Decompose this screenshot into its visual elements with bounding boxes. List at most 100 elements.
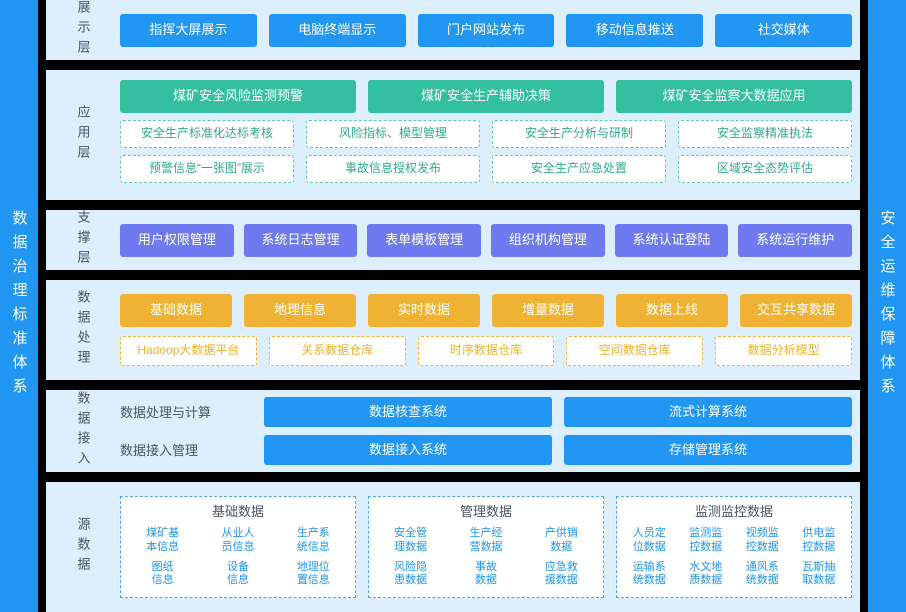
- application-item[interactable]: 预警信息“一张图”展示: [120, 155, 294, 183]
- display-item[interactable]: 电脑终端显示: [268, 13, 406, 47]
- layer-source-data-body: 基础数据 煤矿基 本信息 从业人 员信息 生产系 统信息 图纸 信息 设备 信息…: [120, 496, 860, 598]
- processing-secondary-item[interactable]: 时序数据仓库: [417, 336, 555, 366]
- layer-application-label: 应用层: [75, 105, 91, 165]
- source-group-basic: 基础数据 煤矿基 本信息 从业人 员信息 生产系 统信息 图纸 信息 设备 信息…: [120, 496, 356, 598]
- source-item[interactable]: 产供销 数据: [544, 527, 578, 553]
- source-item[interactable]: 监测监 控数据: [689, 527, 723, 553]
- application-primary-item[interactable]: 煤矿安全生产辅助决策: [368, 80, 604, 113]
- source-item[interactable]: 瓦斯抽 取数据: [802, 560, 836, 587]
- support-item[interactable]: 组织机构管理: [491, 223, 605, 257]
- source-group-title: 监测监控数据: [694, 504, 773, 519]
- layer-application: 应用层 煤矿安全风险监测预警 煤矿安全生产辅助决策 煤矿安全监察大数据应用 安全…: [46, 70, 860, 200]
- layer-display-label: 展示层: [75, 0, 91, 60]
- layer-source-data: 源数据 基础数据 煤矿基 本信息 从业人 员信息 生产系 统信息 图纸 信息 设…: [46, 482, 860, 612]
- source-item[interactable]: 生产经 营数据: [469, 527, 503, 553]
- source-group-monitoring: 监测监控数据 人员定 位数据 监测监 控数据 视频监 控数据 供电监 控数据 运…: [616, 496, 852, 598]
- processing-secondary-items: Hadoop大数据平台 关系数据仓库 时序数据仓库 空间数据仓库 数据分析模型: [120, 336, 852, 366]
- processing-primary-item[interactable]: 交互共享数据: [740, 294, 852, 327]
- layer-data-processing-body: 基础数据 地理信息 实时数据 增量数据 数据上线 交互共享数据 Hadoop大数…: [120, 294, 860, 366]
- layer-source-data-label: 源数据: [75, 517, 91, 577]
- support-item[interactable]: 系统运行维护: [738, 223, 853, 257]
- access-row-caption: 数据接入管理: [120, 442, 199, 458]
- processing-secondary-item[interactable]: 空间数据仓库: [566, 336, 704, 366]
- support-item[interactable]: 表单模板管理: [367, 223, 482, 257]
- processing-primary-item[interactable]: 实时数据: [368, 294, 480, 327]
- access-item[interactable]: 存储管理系统: [564, 435, 852, 465]
- application-item[interactable]: 安全监察精准执法: [678, 120, 852, 148]
- application-primary-items: 煤矿安全风险监测预警 煤矿安全生产辅助决策 煤矿安全监察大数据应用: [120, 80, 852, 113]
- source-item[interactable]: 人员定 位数据: [632, 527, 666, 553]
- support-item[interactable]: 系统日志管理: [243, 223, 358, 257]
- source-item[interactable]: 从业人 员信息: [221, 527, 255, 553]
- support-item[interactable]: 用户权限管理: [120, 223, 234, 257]
- support-items: 用户权限管理 系统日志管理 表单模板管理 组织机构管理 系统认证登陆 系统运行维…: [120, 223, 853, 257]
- layer-display-body: 指挥大屏展示 电脑终端显示 门户网站发布 移动信息推送 社交媒体: [120, 13, 860, 47]
- source-item[interactable]: 供电监 控数据: [802, 527, 836, 553]
- application-item[interactable]: 区域安全态势评估: [678, 155, 852, 183]
- layer-data-access-label: 数据接入: [75, 391, 91, 471]
- source-item[interactable]: 煤矿基 本信息: [146, 527, 180, 553]
- layer-support: 支撑层 用户权限管理 系统日志管理 表单模板管理 组织机构管理 系统认证登陆 系…: [46, 210, 860, 270]
- source-group-title: 管理数据: [459, 504, 512, 519]
- source-item[interactable]: 生产系 统信息: [296, 527, 330, 553]
- source-item[interactable]: 事故 数据: [474, 560, 497, 587]
- left-rail-data-governance: 数据治理标准体系: [0, 0, 38, 612]
- processing-secondary-item[interactable]: Hadoop大数据平台: [120, 336, 257, 366]
- left-rail-label: 数据治理标准体系: [10, 210, 28, 402]
- source-item[interactable]: 水文地 质数据: [689, 560, 723, 587]
- access-row-caption: 数据处理与计算: [120, 404, 212, 420]
- processing-primary-item[interactable]: 数据上线: [616, 294, 728, 327]
- processing-primary-item[interactable]: 地理信息: [244, 294, 356, 327]
- source-group-items: 安全管 理数据 生产经 营数据 产供销 数据 风险隐 患数据 事故 数据 应急救…: [373, 524, 599, 591]
- application-item[interactable]: 安全生产应急处置: [492, 155, 666, 183]
- layer-data-processing: 数据处理 基础数据 地理信息 实时数据 增量数据 数据上线 交互共享数据 Had…: [46, 280, 860, 380]
- application-item[interactable]: 安全生产标准化达标考核: [120, 120, 294, 148]
- source-group-management: 管理数据 安全管 理数据 生产经 营数据 产供销 数据 风险隐 患数据 事故 数…: [368, 496, 604, 598]
- application-item[interactable]: 风险指标、模型管理: [306, 120, 480, 148]
- source-group-title: 基础数据: [211, 504, 264, 519]
- access-item[interactable]: 数据接入系统: [264, 435, 552, 465]
- access-item[interactable]: 流式计算系统: [564, 397, 852, 427]
- processing-primary-item[interactable]: 增量数据: [492, 294, 604, 327]
- processing-secondary-item[interactable]: 数据分析模型: [715, 336, 852, 366]
- source-item[interactable]: 地理位 置信息: [296, 560, 330, 587]
- right-rail-label: 安全运维保障体系: [878, 210, 896, 402]
- application-item[interactable]: 安全生产分析与研制: [492, 120, 666, 148]
- source-item[interactable]: 运输系 统数据: [632, 560, 666, 587]
- layer-support-label: 支撑层: [75, 210, 91, 270]
- source-group-items: 人员定 位数据 监测监 控数据 视频监 控数据 供电监 控数据 运输系 统数据 …: [621, 524, 847, 591]
- display-items: 指挥大屏展示 电脑终端显示 门户网站发布 移动信息推送 社交媒体: [120, 13, 852, 47]
- source-item[interactable]: 应急救 援数据: [544, 560, 578, 587]
- layer-data-access: 数据接入 数据处理与计算 数据核查系统 流式计算系统 数据接入管理 数据接入系统…: [46, 390, 860, 472]
- access-row: 数据处理与计算 数据核查系统 流式计算系统: [120, 397, 852, 427]
- source-group-items: 煤矿基 本信息 从业人 员信息 生产系 统信息 图纸 信息 设备 信息 地理位 …: [125, 524, 351, 591]
- source-item[interactable]: 安全管 理数据: [394, 527, 428, 553]
- support-item[interactable]: 系统认证登陆: [614, 223, 729, 257]
- display-item[interactable]: 社交媒体: [715, 13, 852, 47]
- right-rail-security-ops: 安全运维保障体系: [868, 0, 906, 612]
- source-groups: 基础数据 煤矿基 本信息 从业人 员信息 生产系 统信息 图纸 信息 设备 信息…: [120, 496, 852, 598]
- processing-secondary-item[interactable]: 关系数据仓库: [268, 336, 406, 366]
- layer-display: 展示层 指挥大屏展示 电脑终端显示 门户网站发布 移动信息推送 社交媒体: [46, 0, 860, 60]
- application-row-2: 预警信息“一张图”展示 事故信息授权发布 安全生产应急处置 区域安全态势评估: [120, 155, 852, 183]
- application-primary-item[interactable]: 煤矿安全监察大数据应用: [616, 80, 852, 113]
- source-item[interactable]: 视频监 控数据: [745, 527, 779, 553]
- processing-primary-items: 基础数据 地理信息 实时数据 增量数据 数据上线 交互共享数据: [120, 294, 852, 327]
- layer-support-body: 用户权限管理 系统日志管理 表单模板管理 组织机构管理 系统认证登陆 系统运行维…: [120, 223, 860, 257]
- layer-application-body: 煤矿安全风险监测预警 煤矿安全生产辅助决策 煤矿安全监察大数据应用 安全生产标准…: [120, 80, 860, 190]
- source-item[interactable]: 风险隐 患数据: [394, 560, 428, 587]
- display-item[interactable]: 门户网站发布: [417, 13, 555, 47]
- application-item[interactable]: 事故信息授权发布: [306, 155, 480, 183]
- processing-primary-item[interactable]: 基础数据: [120, 294, 232, 327]
- access-item[interactable]: 数据核查系统: [264, 397, 552, 427]
- source-item[interactable]: 图纸 信息: [151, 560, 174, 587]
- display-item[interactable]: 指挥大屏展示: [120, 13, 257, 47]
- source-item[interactable]: 通风系 统数据: [745, 560, 779, 587]
- access-row: 数据接入管理 数据接入系统 存储管理系统: [120, 435, 852, 465]
- application-primary-item[interactable]: 煤矿安全风险监测预警: [120, 80, 356, 113]
- layer-data-processing-label: 数据处理: [75, 290, 91, 370]
- source-item[interactable]: 设备 信息: [226, 560, 249, 587]
- display-item[interactable]: 移动信息推送: [566, 13, 704, 47]
- application-row-1: 安全生产标准化达标考核 风险指标、模型管理 安全生产分析与研制 安全监察精准执法: [120, 120, 852, 148]
